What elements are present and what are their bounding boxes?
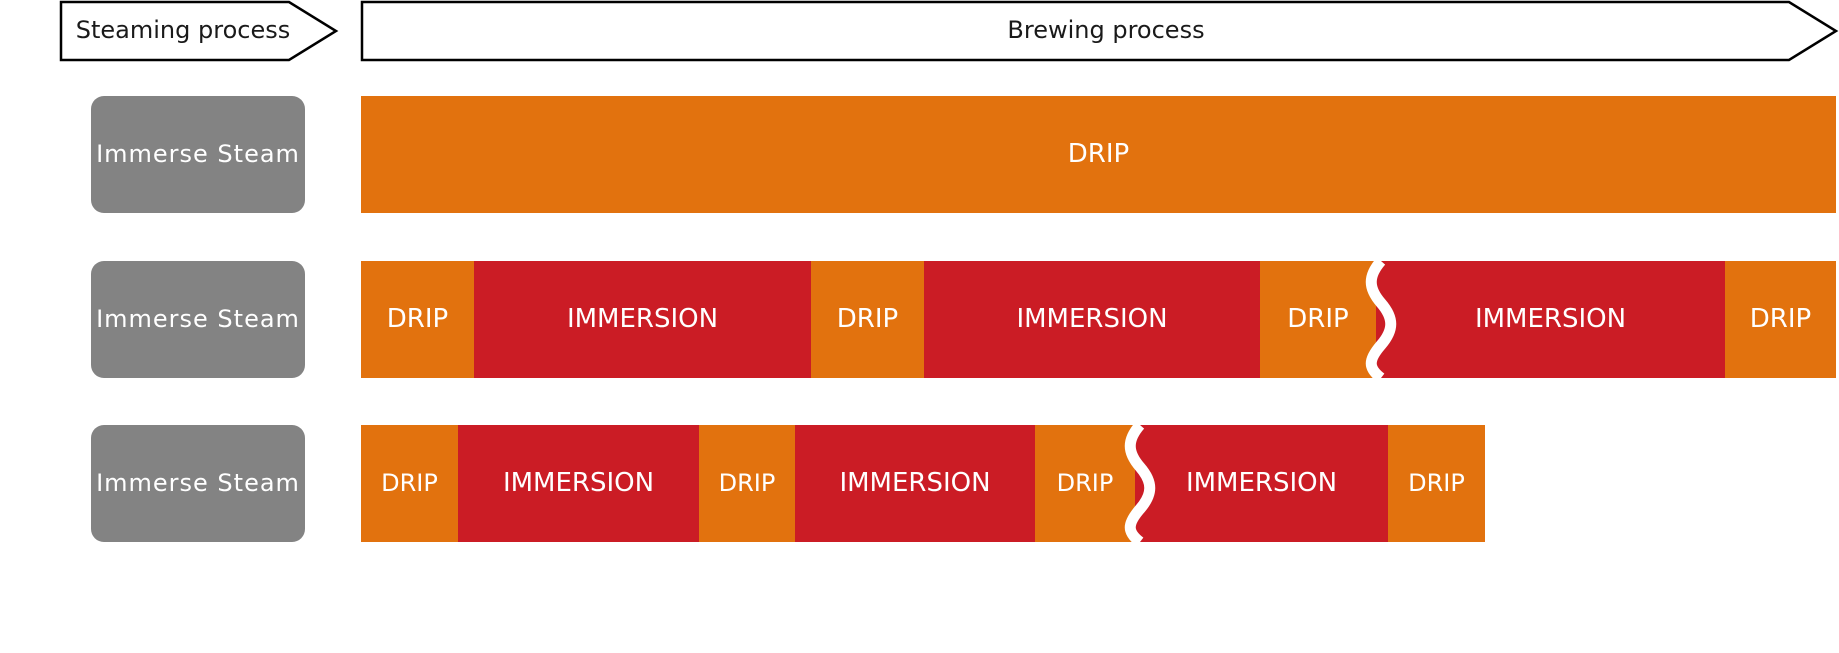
steaming-process-arrow	[59, 0, 339, 62]
brewing-process-arrow	[360, 0, 1839, 62]
drip-segment: DRIP	[1725, 261, 1836, 378]
immersion-segment: IMMERSION	[1135, 425, 1388, 542]
drip-segment: DRIP	[699, 425, 795, 542]
drip-segment: DRIP	[361, 425, 458, 542]
drip-segment: DRIP	[811, 261, 924, 378]
steam-box-row-3: Immerse Steam	[91, 425, 305, 542]
steam-box-row-1: Immerse Steam	[91, 96, 305, 213]
steaming-process-label: Steaming process	[75, 16, 291, 44]
drip-segment: DRIP	[361, 96, 1836, 213]
immersion-segment: IMMERSION	[474, 261, 811, 378]
drip-segment: DRIP	[1035, 425, 1135, 542]
immersion-segment: IMMERSION	[924, 261, 1260, 378]
immersion-segment: IMMERSION	[458, 425, 699, 542]
header-arrows	[59, 0, 1839, 62]
immersion-segment: IMMERSION	[1376, 261, 1725, 378]
steam-box-row-2: Immerse Steam	[91, 261, 305, 378]
immersion-segment: IMMERSION	[795, 425, 1035, 542]
brewing-process-label: Brewing process	[1007, 16, 1205, 44]
drip-segment: DRIP	[1260, 261, 1376, 378]
drip-segment: DRIP	[1388, 425, 1485, 542]
drip-segment: DRIP	[361, 261, 474, 378]
